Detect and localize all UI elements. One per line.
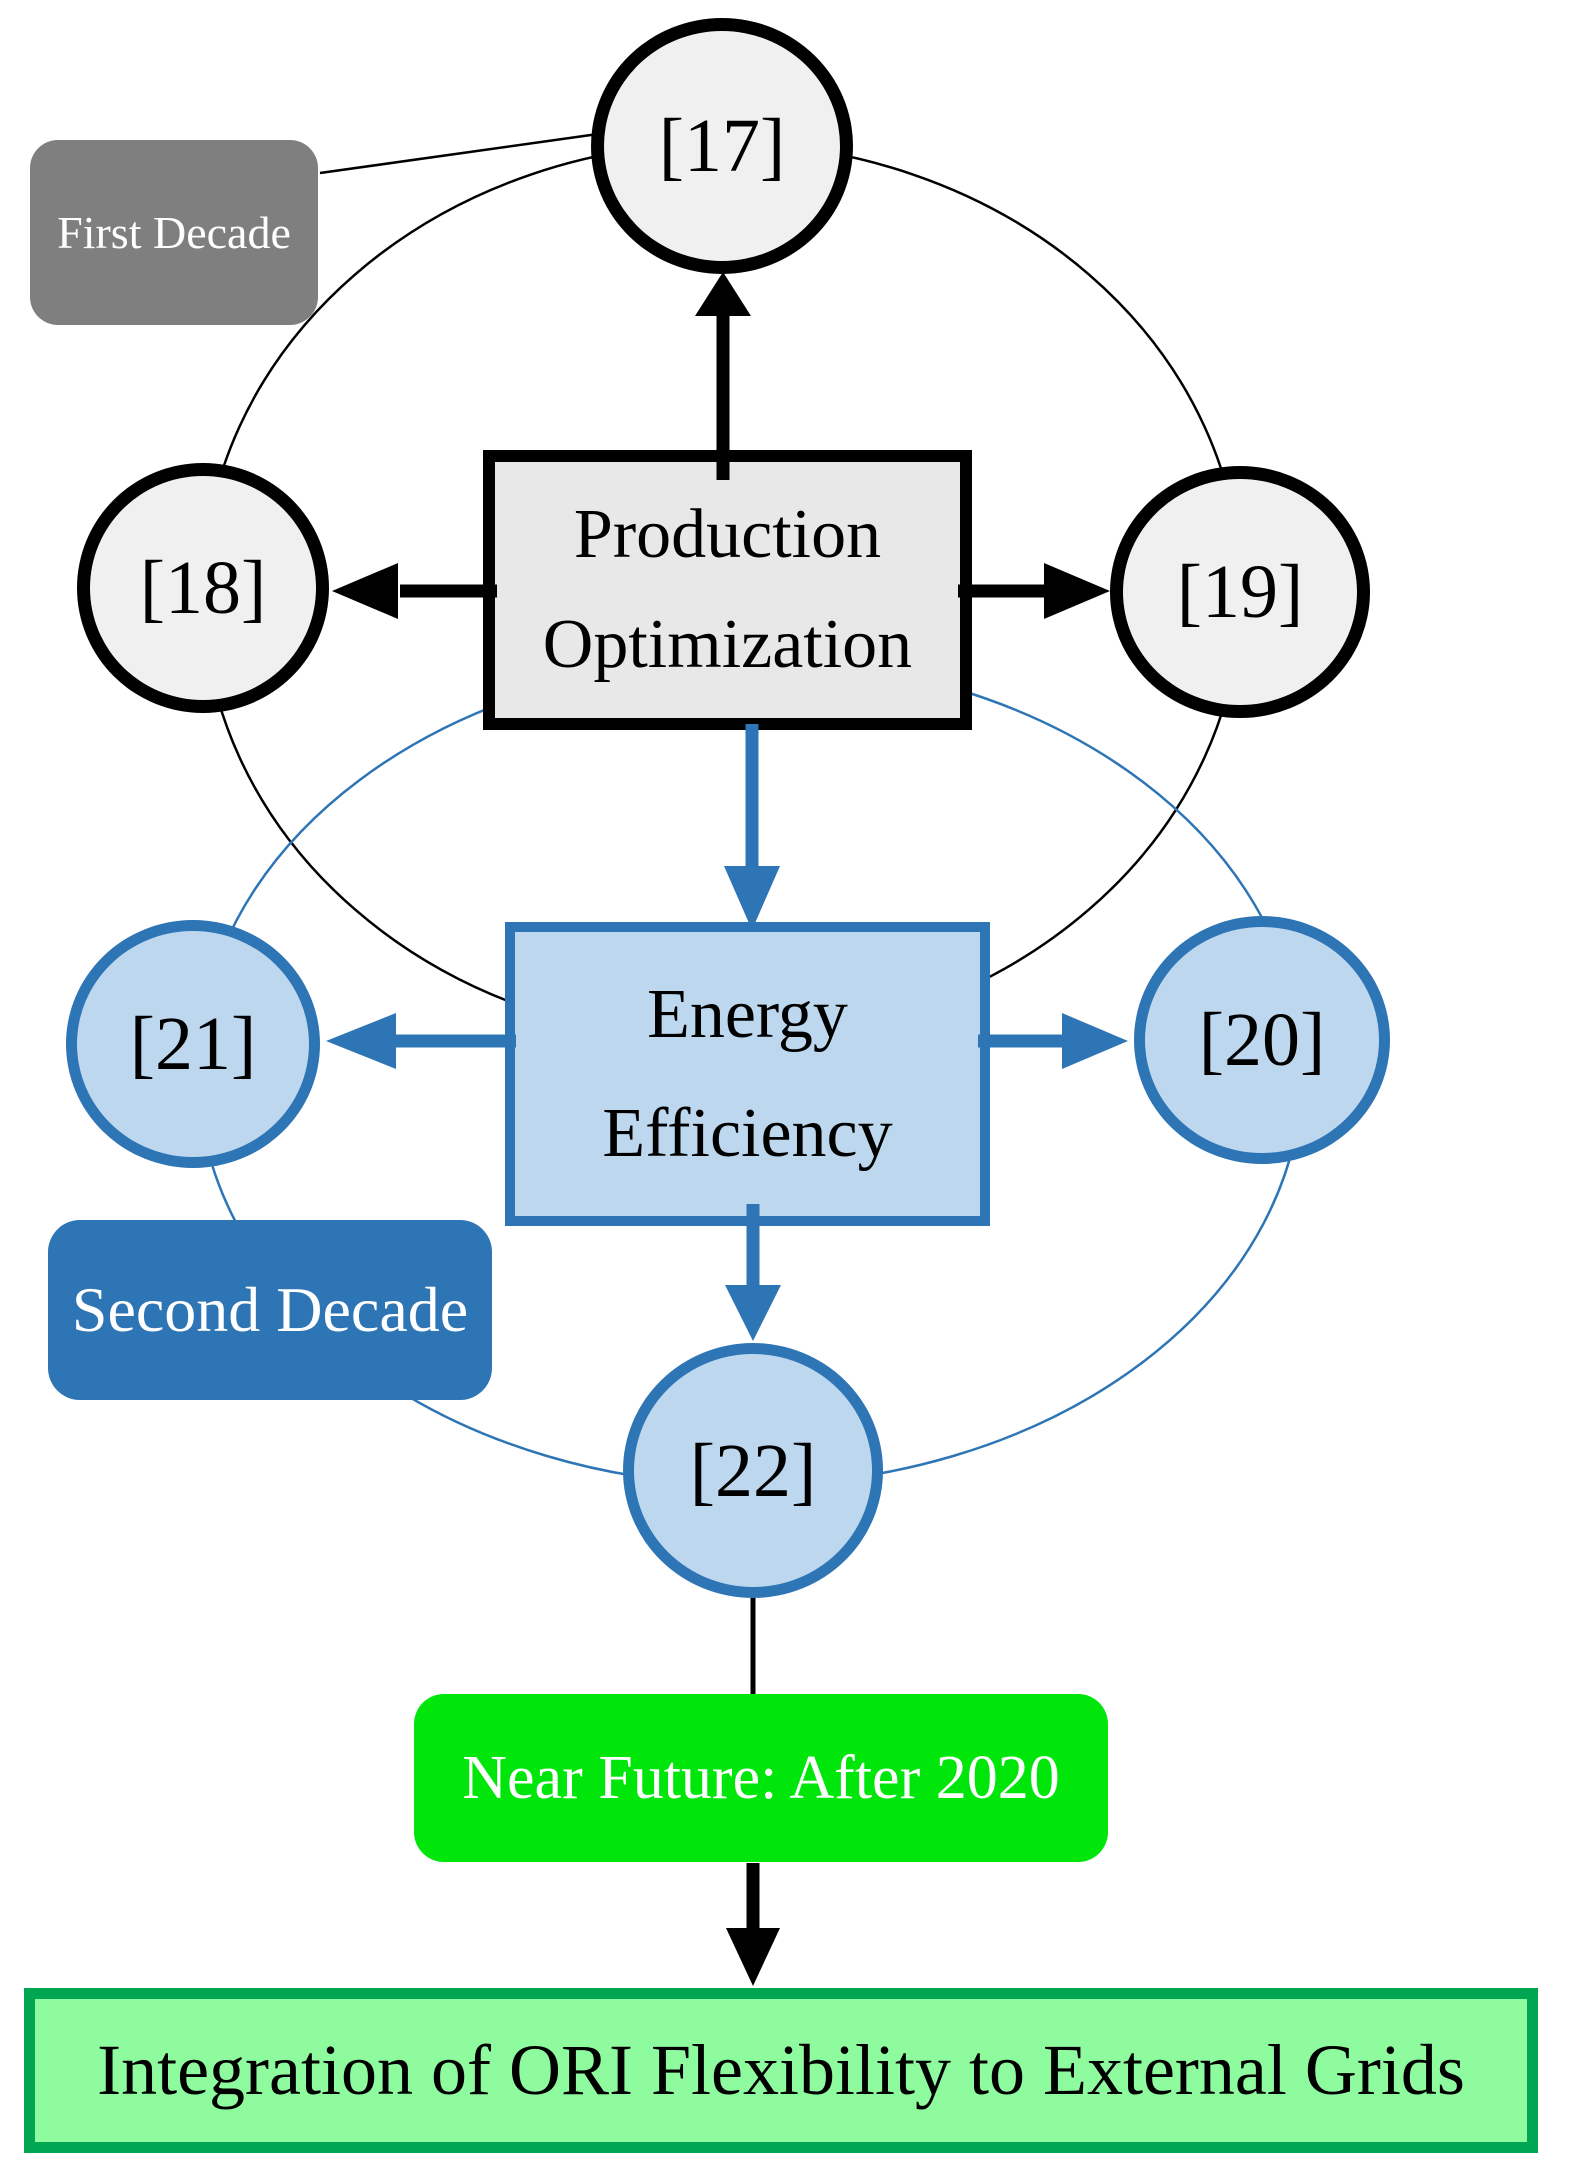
arrow-near-future-to-integration	[726, 1863, 780, 1986]
citation-text-19: [19]	[1176, 550, 1304, 634]
arrow-energy-to-21	[326, 1013, 516, 1069]
arrow-energy-to-20	[978, 1013, 1128, 1069]
leader-line-first-decade	[319, 132, 599, 175]
citation-text-17: [17]	[658, 104, 786, 188]
citation-circle-22: [22]	[623, 1343, 883, 1598]
citation-text-18: [18]	[139, 546, 267, 630]
arrow-production-to-energy	[724, 724, 780, 930]
first-decade-text: First Decade	[57, 207, 291, 258]
integration-box: Integration of ORI Flexibility to Extern…	[24, 1988, 1538, 2153]
citation-circle-20: [20]	[1134, 916, 1390, 1164]
production-line2: Optimization	[542, 606, 913, 684]
near-future-text: Near Future: After 2020	[462, 1743, 1060, 1812]
arrow-energy-to-22	[725, 1204, 781, 1341]
production-line1: Production	[573, 496, 882, 574]
citation-circle-21: [21]	[66, 920, 320, 1168]
near-future-label: Near Future: After 2020	[414, 1694, 1108, 1862]
second-decade-label: Second Decade	[48, 1220, 492, 1400]
arrow-production-to-19	[958, 563, 1110, 619]
energy-line1: Energy	[647, 975, 848, 1053]
energy-line2: Efficiency	[602, 1094, 893, 1172]
citation-text-22: [22]	[689, 1428, 817, 1513]
arrow-production-to-18	[332, 563, 497, 619]
citation-text-21: [21]	[129, 1002, 257, 1086]
first-decade-label: First Decade	[30, 140, 318, 325]
second-decade-text: Second Decade	[71, 1274, 469, 1345]
production-optimization-box: Production Optimization	[483, 450, 972, 730]
arrow-production-to-17	[695, 272, 751, 480]
citation-text-20: [20]	[1198, 998, 1326, 1082]
integration-text: Integration of ORI Flexibility to Extern…	[97, 2030, 1465, 2110]
